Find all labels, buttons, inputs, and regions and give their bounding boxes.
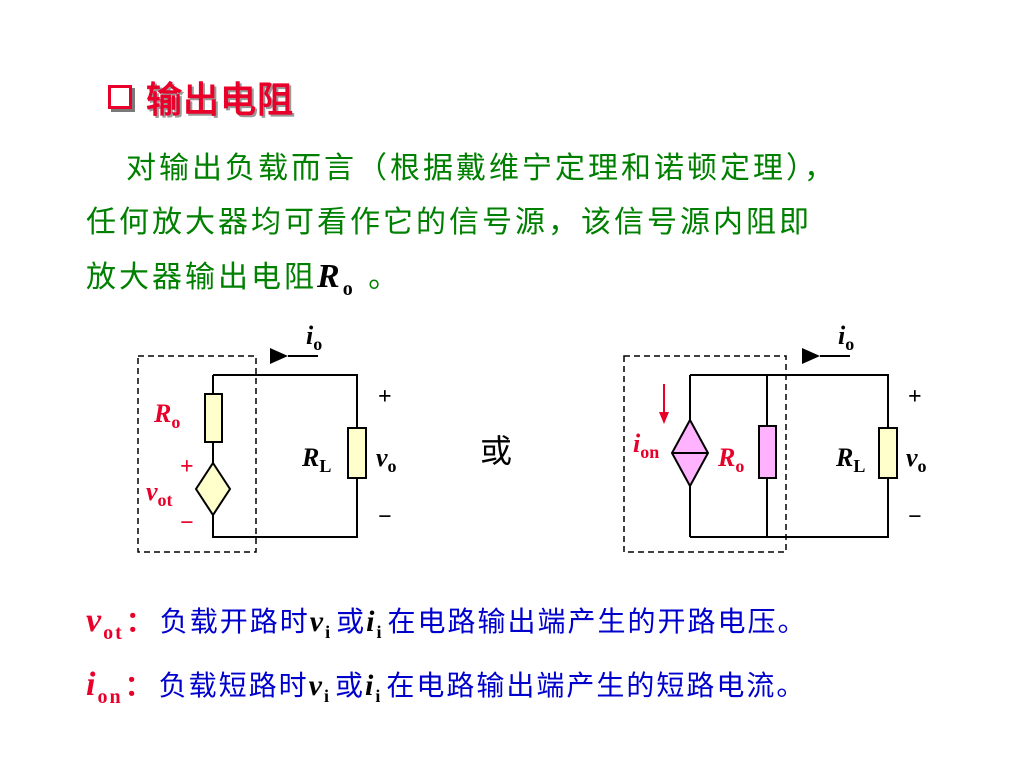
bottom-wire-right	[690, 478, 889, 538]
note-ion-ii: ii	[364, 669, 383, 706]
or-text: 或	[480, 432, 512, 470]
right-ion-label: ion	[633, 429, 659, 462]
note-ion-colon: ：	[124, 669, 155, 702]
para-line-1: 对输出负载而言（根据戴维宁定理和诺顿定理），	[126, 151, 837, 186]
note-ion-text3: 在电路输出端产生的短路电流。	[386, 669, 807, 702]
note-ion: ion ： 负载短路时 vi 或 ii 在电路输出端产生的短路电流。	[86, 664, 806, 709]
source-dashed-box-right	[623, 355, 787, 553]
checkbox-bullet-icon	[108, 85, 132, 109]
para-line-3-suffix: 。	[355, 260, 402, 295]
top-wire	[213, 374, 358, 428]
right-out-minus: −	[908, 504, 922, 530]
ro-resistor-right	[758, 425, 777, 479]
top-wire-right	[690, 374, 889, 428]
note-vot-or: 或	[336, 605, 367, 638]
left-src-minus: −	[180, 510, 194, 536]
rl-resistor-right	[878, 427, 898, 479]
left-out-minus: −	[378, 504, 392, 530]
slide-title: 输出电阻	[108, 72, 294, 122]
dependent-voltage-source	[194, 461, 232, 517]
ion-arrow-icon	[659, 412, 669, 424]
norton-circuit	[623, 348, 898, 553]
right-io-label: io	[838, 321, 854, 354]
note-vot-symbol: vot	[86, 602, 124, 644]
left-vot-label: vot	[146, 477, 173, 510]
note-ion-or: 或	[334, 669, 365, 702]
ro-resistor	[204, 393, 223, 443]
title-text: 输出电阻	[146, 80, 295, 121]
left-out-plus: +	[378, 384, 392, 410]
ro-sub: o	[342, 277, 356, 300]
right-vo-label: vo	[906, 443, 927, 476]
thevenin-circuit	[137, 348, 367, 553]
left-vo-label: vo	[376, 443, 397, 476]
left-src-plus: +	[180, 454, 194, 480]
left-ro-label: Ro	[153, 399, 180, 432]
right-out-plus: +	[908, 384, 922, 410]
bottom-wire	[212, 478, 358, 538]
intro-paragraph: 对输出负载而言（根据戴维宁定理和诺顿定理）， 任何放大器均可看作它的信号源，该信…	[86, 142, 1006, 316]
para-line-3: 放大器输出电阻Ro 。	[86, 250, 1006, 316]
note-vot-colon: ：	[125, 605, 156, 638]
note-vot: vot ： 负载开路时 vi 或 ii 在电路输出端产生的开路电压。	[86, 600, 808, 645]
right-rl-label: RL	[835, 443, 865, 476]
note-ion-text1: 负载短路时	[158, 669, 309, 702]
source-dashed-box	[137, 355, 257, 553]
right-ro-label: Ro	[717, 443, 744, 476]
left-rl-label: RL	[301, 443, 331, 476]
output-resistance-symbol: Ro	[317, 258, 356, 300]
para-line-3-prefix: 放大器输出电阻	[86, 260, 317, 295]
rl-resistor	[347, 427, 367, 479]
note-vot-ii: ii	[366, 605, 384, 642]
note-vot-vi: vi	[309, 605, 333, 642]
note-vot-text1: 负载开路时	[159, 605, 310, 638]
note-ion-symbol: ion	[86, 666, 123, 708]
para-line-2: 任何放大器均可看作它的信号源，该信号源内阻即	[86, 205, 812, 240]
note-vot-text3: 在电路输出端产生的开路电压。	[387, 605, 808, 638]
note-ion-vi: vi	[308, 669, 331, 706]
ro-main: R	[317, 258, 343, 295]
left-io-label: io	[306, 321, 322, 354]
